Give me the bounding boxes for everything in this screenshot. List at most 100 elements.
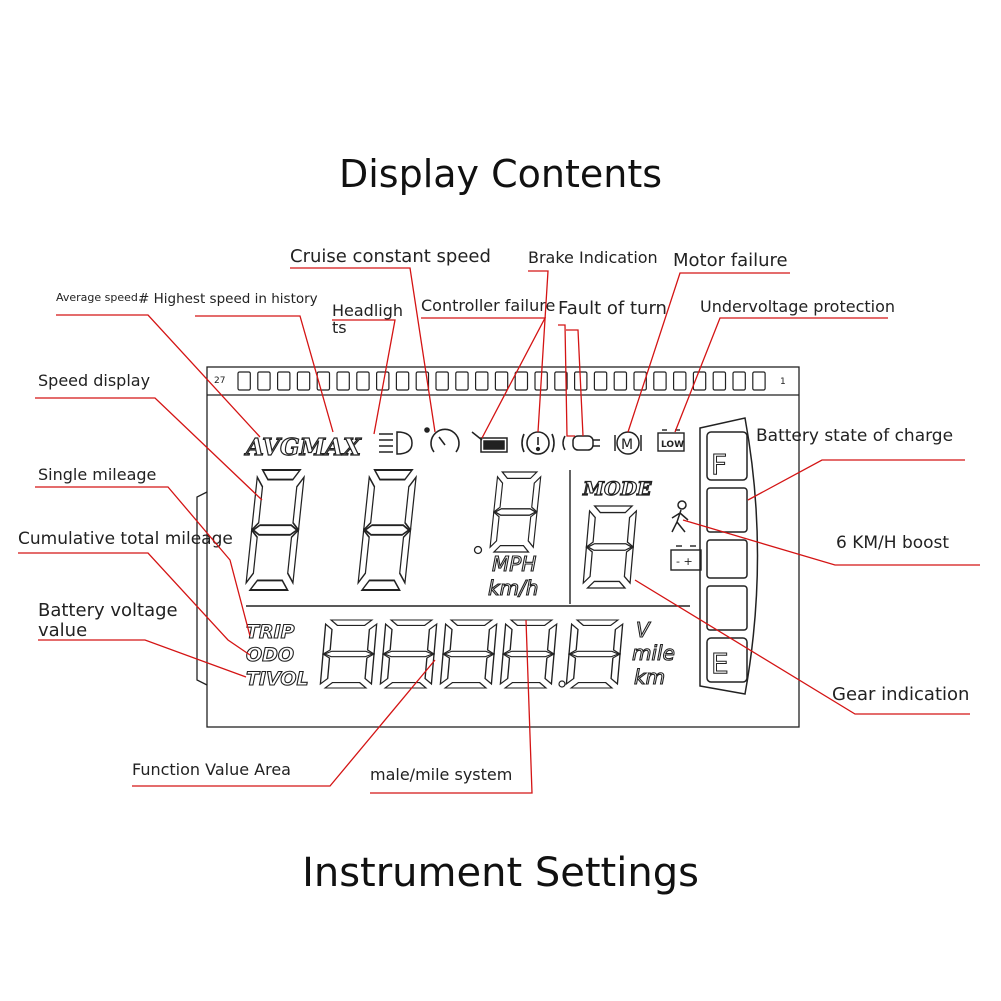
- label-brake: Brake Indication: [528, 248, 658, 267]
- leader-headlights: [332, 319, 396, 435]
- label-boost: 6 KM/H boost: [836, 533, 950, 553]
- cruise-gauge-icon: [424, 427, 460, 453]
- leader-average: [56, 314, 261, 438]
- leader-turn-2: [566, 329, 584, 437]
- leader-battery-charge: [747, 459, 965, 501]
- speed-decimal-point: [473, 545, 483, 555]
- segment-cell: [672, 371, 687, 391]
- controller-failure-icon: [471, 431, 508, 453]
- unit-km-label: km: [634, 665, 665, 689]
- segment-cell: [455, 371, 469, 391]
- leader-single: [35, 486, 251, 637]
- segment-cell: [475, 371, 489, 391]
- label-battery-voltage-1: Battery voltage: [38, 600, 178, 621]
- unit-mile-label: mile: [632, 641, 675, 665]
- label-average-speed: Average speed: [56, 291, 138, 304]
- label-headlights-2: ts: [332, 318, 347, 337]
- leader-boost: [682, 519, 980, 566]
- brake-icon: [521, 431, 555, 455]
- battery-full-label: F: [711, 448, 727, 481]
- walk-assist-icon: [671, 500, 689, 533]
- label-fault-of-turn: Fault of turn: [558, 298, 667, 319]
- segment-cell: [514, 371, 529, 391]
- label-cruise: Cruise constant speed: [290, 246, 491, 267]
- battery-sign: - +: [676, 555, 693, 568]
- gear-digit: [582, 505, 638, 589]
- leader-speed: [35, 397, 263, 501]
- trip-label: TRIP: [246, 621, 295, 643]
- function-digit-2: [379, 619, 438, 689]
- speed-digit-1: [244, 469, 306, 591]
- label-gear: Gear indication: [832, 684, 970, 705]
- segment-cell: [296, 371, 311, 391]
- segment-cell: [257, 371, 271, 391]
- battery-icon: - +: [670, 545, 702, 571]
- avgmax-label: AVGMAX: [244, 434, 362, 461]
- segment-left-number: 27: [214, 376, 225, 386]
- label-controller-failure: Controller failure: [421, 296, 556, 315]
- segment-cell: [336, 371, 350, 391]
- segment-bar: 27 1: [214, 371, 786, 391]
- speed-digit-2: [356, 469, 418, 591]
- leader-cruise: [290, 267, 436, 433]
- leader-male-mile: [370, 619, 533, 794]
- label-speed-display: Speed display: [38, 371, 151, 390]
- function-digit-5: [565, 619, 624, 689]
- function-digit-3: [439, 619, 498, 689]
- leader-lines: [18, 267, 980, 794]
- label-highest-speed: # Highest speed in history: [138, 291, 318, 307]
- segment-right-number: 1: [780, 377, 786, 387]
- leader-cumulative: [18, 552, 251, 656]
- mode-label: MODE: [582, 478, 652, 500]
- segment-cell: [277, 371, 291, 391]
- segment-cell: [356, 371, 370, 391]
- motor-badge: M: [621, 437, 633, 453]
- segment-cell: [237, 371, 251, 391]
- label-single-mileage: Single mileage: [38, 465, 157, 484]
- leader-highest: [195, 315, 334, 433]
- segment-cell: [415, 371, 430, 391]
- leader-controller: [421, 317, 547, 439]
- label-function-value: Function Value Area: [132, 760, 291, 779]
- unit-v-label: V: [636, 618, 651, 642]
- kmh-label: km/h: [488, 576, 538, 600]
- page-title: Display Contents: [338, 152, 663, 196]
- label-battery-charge: Battery state of charge: [756, 426, 954, 446]
- label-headlights-1: Headligh: [332, 301, 404, 320]
- footer-title: Instrument Settings: [302, 850, 699, 896]
- motor-icon: M: [614, 431, 642, 455]
- leader-battery-voltage: [38, 639, 247, 678]
- leader-undervoltage: [674, 317, 888, 433]
- leader-turn: [558, 324, 575, 437]
- label-battery-voltage-2: value: [38, 620, 88, 641]
- tivol-label: TIVOL: [246, 668, 309, 690]
- function-digit-1: [319, 619, 378, 689]
- mph-label: MPH: [492, 552, 536, 576]
- segment-cell: [395, 371, 410, 391]
- odo-label: ODO: [246, 644, 294, 666]
- label-motor-failure: Motor failure: [673, 250, 788, 271]
- leader-function: [132, 659, 436, 787]
- segment-cell: [494, 371, 509, 391]
- leader-gear: [634, 579, 970, 715]
- segment-cell: [435, 371, 449, 391]
- low-badge: LOW: [661, 440, 684, 450]
- battery-empty-label: E: [711, 647, 729, 680]
- segment-cell: [613, 371, 628, 391]
- headlight-icon: [379, 431, 413, 455]
- label-undervoltage: Undervoltage protection: [700, 297, 896, 316]
- segment-cell: [732, 371, 746, 391]
- segment-cell: [752, 371, 766, 391]
- speed-digit-3: [488, 471, 542, 553]
- battery-gauge: F E: [699, 417, 759, 695]
- segment-cell: [653, 371, 667, 391]
- low-battery-icon: LOW: [657, 429, 685, 452]
- label-cumulative: Cumulative total mileage: [18, 529, 233, 549]
- turn-fault-icon: [562, 435, 600, 451]
- leader-motor: [627, 272, 790, 433]
- lcd-frame: [196, 366, 800, 728]
- label-male-mile: male/mile system: [370, 765, 513, 784]
- leader-brake: [528, 270, 549, 433]
- segment-cell: [554, 371, 568, 391]
